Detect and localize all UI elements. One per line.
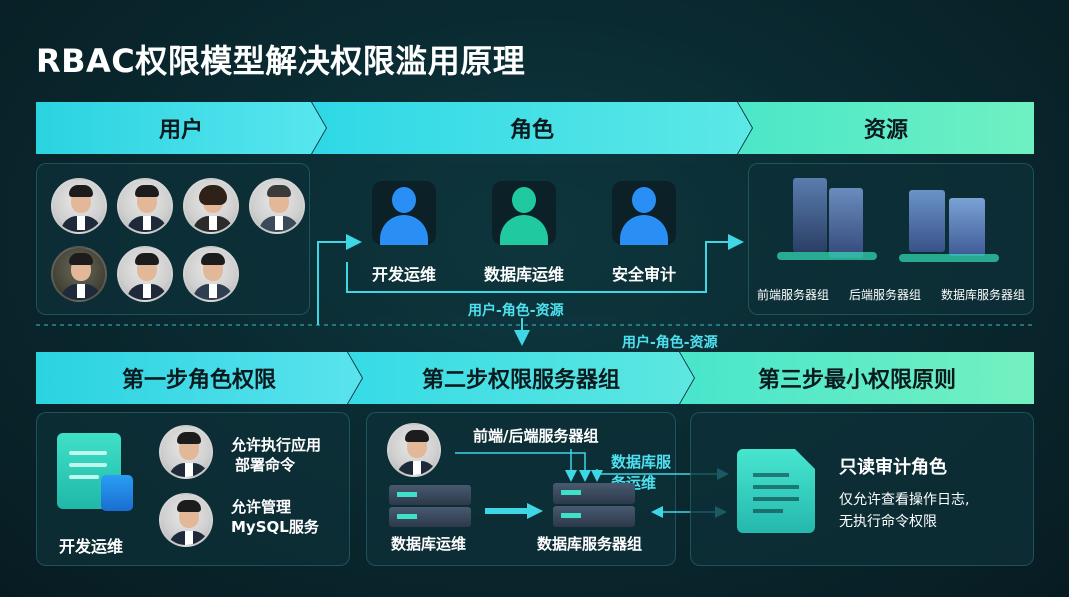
avatar	[117, 178, 173, 234]
person-tie-icon	[492, 181, 556, 245]
avatar	[117, 246, 173, 302]
page-title: RBAC权限模型解决权限滥用原理	[36, 42, 526, 80]
permission-line: 允许执行应用	[231, 436, 322, 454]
avatar	[249, 178, 305, 234]
step2-panel: 前端/后端服务器组 数据库服务运维 数据库运维 数据库服务器组	[366, 412, 676, 566]
permission-line: 允许管理	[231, 498, 292, 516]
step1-role-label: 开发运维	[59, 537, 124, 556]
resource-label-frontend: 前端服务器组	[757, 288, 830, 302]
description-line: 仅允许查看操作日志,	[839, 492, 970, 508]
step3-panel: 只读审计角色 仅允许查看操作日志, 无执行命令权限	[690, 412, 1034, 566]
step1-panel: 开发运维 允许执行应用 部署命令 允许管理 MySQL服务	[36, 412, 350, 566]
description-line: 无执行命令权限	[839, 514, 937, 530]
flow-label-upper: 用户-角色-资源	[468, 303, 564, 319]
server-rack-icon	[899, 184, 1009, 264]
role-label-db-ops: 数据库运维	[483, 265, 564, 284]
header-users: 用户	[36, 102, 326, 154]
permission-line: MySQL服务	[231, 518, 319, 536]
header-step2: 第二步权限服务器组	[348, 352, 694, 404]
header-step3: 第三步最小权限原则	[680, 352, 1034, 404]
step1-permission-deploy: 允许执行应用 部署命令	[231, 435, 321, 475]
permission-line: 部署命令	[235, 456, 296, 474]
avatar	[387, 423, 441, 477]
avatar	[51, 178, 107, 234]
flow-label-lower: 用户-角色-资源	[622, 335, 718, 351]
step3-description: 仅允许查看操作日志, 无执行命令权限	[839, 489, 969, 533]
avatar	[159, 493, 213, 547]
header-resources: 资源	[738, 102, 1034, 154]
role-label-audit: 安全审计	[611, 265, 676, 284]
role-label-dev-ops: 开发运维	[371, 265, 436, 284]
roles-panel: 开发运维 数据库运维 安全审计	[320, 163, 738, 315]
person-headset-icon	[372, 181, 436, 245]
resource-label-database: 数据库服务器组	[941, 288, 1026, 302]
step2-right-label: 数据库服务器组	[537, 535, 643, 553]
resource-label-backend: 后端服务器组	[849, 288, 922, 302]
header-step1: 第一步角色权限	[36, 352, 362, 404]
resources-panel: 前端服务器组 后端服务器组 数据库服务器组	[748, 163, 1034, 315]
step3-heading: 只读审计角色	[839, 457, 947, 478]
avatar	[183, 246, 239, 302]
step2-left-label: 数据库运维	[391, 535, 467, 553]
person-icon	[612, 181, 676, 245]
avatar	[51, 246, 107, 302]
step1-permission-mysql: 允许管理 MySQL服务	[231, 497, 319, 537]
users-panel	[36, 163, 310, 315]
avatar	[159, 425, 213, 479]
step2-top-label: 前端/后端服务器组	[473, 427, 599, 445]
step2-arrows	[455, 449, 603, 519]
server-box-icon	[553, 483, 637, 529]
avatar	[183, 178, 239, 234]
server-rack-icon	[777, 174, 887, 262]
document-stack-icon	[57, 433, 133, 515]
document-icon	[737, 449, 817, 535]
header-roles: 角色	[312, 102, 752, 154]
server-box-icon	[389, 485, 473, 529]
